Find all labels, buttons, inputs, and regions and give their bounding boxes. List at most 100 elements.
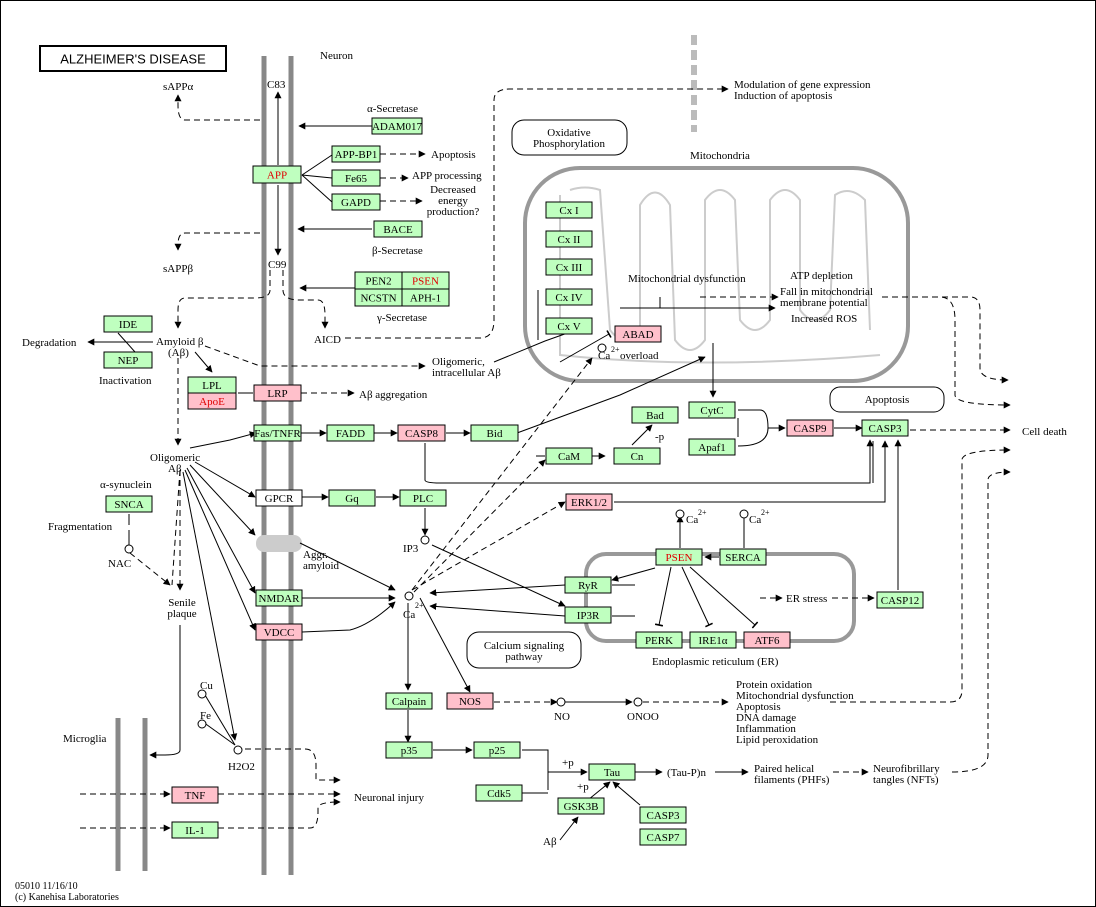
- gene-vdcc[interactable]: VDCC: [255, 623, 303, 641]
- gene-lrp[interactable]: LRP: [253, 384, 302, 402]
- gene-fe65[interactable]: Fe65: [331, 169, 381, 187]
- gene-box-casp9[interactable]: [786, 419, 834, 437]
- ca-compound-main[interactable]: [404, 591, 414, 601]
- gene-box-bace[interactable]: [373, 220, 423, 238]
- cu-compound[interactable]: [197, 689, 207, 699]
- gene-box-casp3b[interactable]: [639, 806, 687, 824]
- gene-ryr[interactable]: RyR: [564, 576, 612, 594]
- gene-nos[interactable]: NOS: [446, 692, 494, 710]
- apoptosis-link-box[interactable]: [829, 386, 945, 413]
- gene-box-fe65[interactable]: [331, 169, 381, 187]
- gene-box-il1[interactable]: [171, 821, 219, 839]
- gene-box-erk12[interactable]: [565, 493, 613, 511]
- gene-cx2[interactable]: Cx II: [545, 230, 593, 248]
- gene-box-cx1[interactable]: [545, 201, 593, 219]
- calcium-signaling-link-box[interactable]: [466, 631, 582, 669]
- gene-ire1a[interactable]: IRE1α: [689, 631, 737, 649]
- gene-ide[interactable]: IDE: [103, 315, 153, 333]
- gene-casp3a[interactable]: CASP3: [861, 419, 909, 437]
- gene-p25[interactable]: p25: [473, 741, 521, 759]
- gene-lpl[interactable]: LPL: [187, 376, 237, 394]
- gene-ncstn[interactable]: NCSTN: [354, 288, 403, 307]
- ca-compound-mito[interactable]: [597, 343, 607, 353]
- gene-abad[interactable]: ABAD: [614, 325, 662, 343]
- gene-appbp1[interactable]: APP-BP1: [331, 145, 381, 163]
- gene-box-bid[interactable]: [470, 424, 519, 442]
- gene-box-bad[interactable]: [631, 406, 679, 424]
- gene-box-fastnfr[interactable]: [253, 424, 302, 442]
- gene-box-p25[interactable]: [473, 741, 521, 759]
- gene-box-snca[interactable]: [105, 495, 153, 513]
- gene-adam17[interactable]: ADAM017: [371, 117, 423, 135]
- oxphos-link-box[interactable]: [511, 119, 628, 156]
- gene-erk12[interactable]: ERK1/2: [565, 493, 613, 511]
- gene-apaf1[interactable]: Apaf1: [688, 438, 736, 456]
- gene-fadd[interactable]: FADD: [326, 424, 375, 442]
- nac-compound[interactable]: [124, 544, 134, 554]
- ca-compound-serca[interactable]: [739, 509, 749, 519]
- gene-gsk3b[interactable]: GSK3B: [557, 797, 605, 815]
- gene-box-atf6[interactable]: [743, 631, 791, 649]
- gene-serca[interactable]: SERCA: [719, 548, 767, 566]
- gene-casp7[interactable]: CASP7: [639, 828, 687, 846]
- gene-box-ire1a[interactable]: [689, 631, 737, 649]
- gene-tau[interactable]: Tau: [588, 763, 636, 781]
- gene-box-gapd[interactable]: [331, 193, 381, 211]
- gene-p35[interactable]: p35: [385, 741, 433, 759]
- gene-box-gpcr[interactable]: [255, 489, 303, 507]
- gene-box-tnf[interactable]: [171, 786, 219, 804]
- gene-box-fadd[interactable]: [326, 424, 375, 442]
- gene-box-app[interactable]: [252, 165, 302, 184]
- ip3-compound[interactable]: [420, 535, 430, 545]
- gene-box-cytc[interactable]: [688, 401, 736, 419]
- gene-box-cx4[interactable]: [545, 288, 593, 306]
- h2o2-compound[interactable]: [233, 745, 243, 755]
- no-compound[interactable]: [556, 697, 566, 707]
- gene-box-plc[interactable]: [399, 489, 447, 507]
- fe-compound[interactable]: [197, 719, 207, 729]
- gene-cdk5[interactable]: Cdk5: [475, 784, 523, 802]
- gene-box-calpain[interactable]: [385, 692, 433, 710]
- gene-psen1[interactable]: PSEN: [401, 271, 450, 290]
- gene-box-ide[interactable]: [103, 315, 153, 333]
- gene-box-cx2[interactable]: [545, 230, 593, 248]
- gene-box-abad[interactable]: [614, 325, 662, 343]
- gene-box-gq[interactable]: [328, 489, 376, 507]
- gene-box-serca[interactable]: [719, 548, 767, 566]
- gene-apoe[interactable]: ApoE: [187, 392, 237, 410]
- gene-box-cx3[interactable]: [545, 258, 593, 276]
- gene-il1[interactable]: IL-1: [171, 821, 219, 839]
- gene-bid[interactable]: Bid: [470, 424, 519, 442]
- gene-pen2[interactable]: PEN2: [354, 271, 403, 290]
- gene-casp3b[interactable]: CASP3: [639, 806, 687, 824]
- gene-aph1[interactable]: APH-1: [401, 288, 450, 307]
- gene-cx5[interactable]: Cx V: [545, 317, 593, 335]
- gene-box-adam17[interactable]: [371, 117, 423, 135]
- gene-cam[interactable]: CaM: [545, 447, 593, 465]
- gene-box-cam[interactable]: [545, 447, 593, 465]
- gene-casp9[interactable]: CASP9: [786, 419, 834, 437]
- gene-box-appbp1[interactable]: [331, 145, 381, 163]
- gene-bace[interactable]: BACE: [373, 220, 423, 238]
- gene-box-lrp[interactable]: [253, 384, 302, 402]
- gene-nmdar[interactable]: NMDAR: [255, 589, 303, 607]
- gene-box-ryr[interactable]: [564, 576, 612, 594]
- gene-gpcr[interactable]: GPCR: [255, 489, 303, 507]
- gene-box-apoe[interactable]: [187, 392, 237, 410]
- gene-box-vdcc[interactable]: [255, 623, 303, 641]
- gene-box-casp3a[interactable]: [861, 419, 909, 437]
- gene-calpain[interactable]: Calpain: [385, 692, 433, 710]
- gene-snca[interactable]: SNCA: [105, 495, 153, 513]
- gene-box-casp8[interactable]: [397, 424, 446, 442]
- gene-box-p35[interactable]: [385, 741, 433, 759]
- gene-box-gsk3b[interactable]: [557, 797, 605, 815]
- gene-gapd[interactable]: GAPD: [331, 193, 381, 211]
- gene-box-ip3r[interactable]: [564, 606, 612, 624]
- ca-compound-psen[interactable]: [675, 509, 685, 519]
- gene-box-perk[interactable]: [635, 631, 683, 649]
- gene-fastnfr[interactable]: Fas/TNFR: [253, 424, 302, 442]
- onoo-compound[interactable]: [633, 697, 643, 707]
- gene-cx1[interactable]: Cx I: [545, 201, 593, 219]
- gene-bad[interactable]: Bad: [631, 406, 679, 424]
- gene-cn[interactable]: Cn: [613, 447, 661, 465]
